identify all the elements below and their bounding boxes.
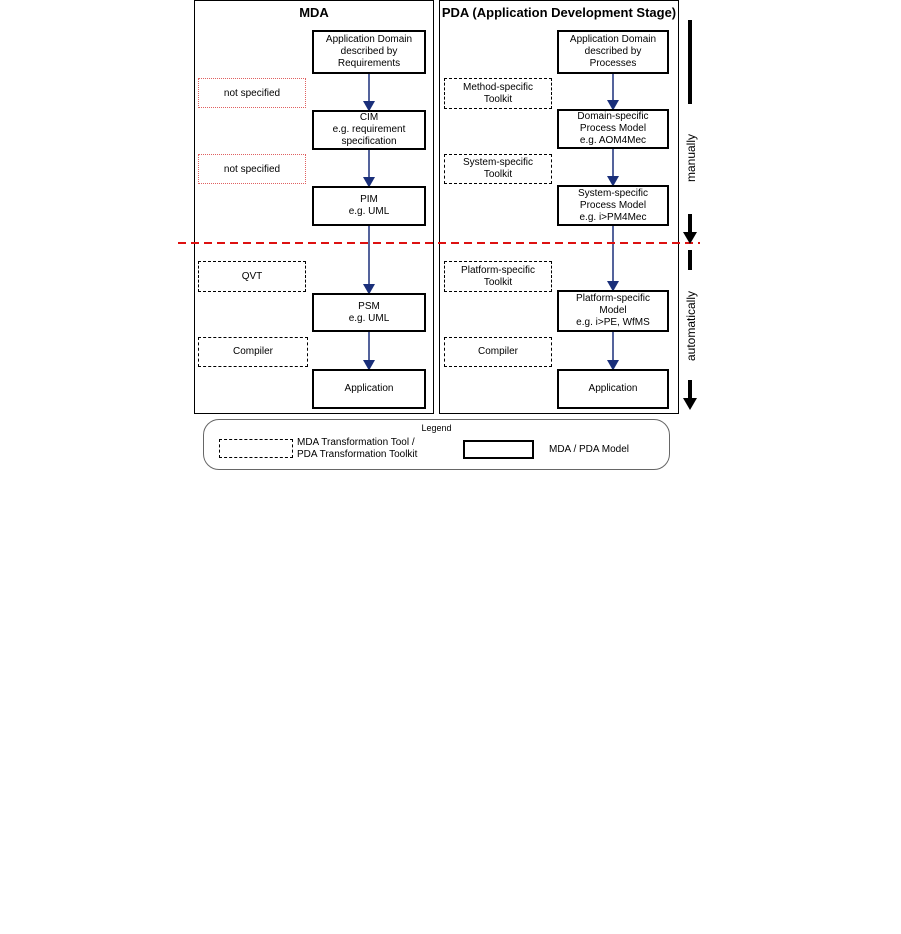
model-line: Processes xyxy=(589,58,637,69)
legend-model-label: MDA / PDA Model xyxy=(549,444,630,455)
auto-arrow-head xyxy=(683,398,697,410)
model-line: e.g. requirement xyxy=(332,124,406,135)
mda-tool-qvt: QVT xyxy=(198,261,306,292)
model-line: PIM xyxy=(360,194,378,205)
model-line: Process Model xyxy=(579,123,647,134)
manual-arrow-head xyxy=(683,232,697,244)
mda-tool-compiler: Compiler xyxy=(198,337,308,367)
manually-label: manually xyxy=(684,133,698,183)
mda-model-domain: Application Domain described by Requirem… xyxy=(312,30,426,74)
tool-line: Method-specific xyxy=(462,81,534,93)
tool-line: Toolkit xyxy=(483,276,513,288)
tool-line: Platform-specific xyxy=(461,264,535,276)
mda-tool-1: not specified xyxy=(198,78,306,108)
model-line: Process Model xyxy=(579,199,647,211)
model-line: Application xyxy=(344,383,394,394)
pda-tool-compiler: Compiler xyxy=(444,337,552,367)
pda-tool-platform: Platform-specific Toolkit xyxy=(444,261,552,292)
mda-model-psm: PSM e.g. UML xyxy=(312,293,426,332)
pda-model-application: Application xyxy=(557,369,669,409)
tool-line: System-specific xyxy=(462,157,533,168)
model-line: described by xyxy=(340,46,398,57)
pda-model-system-process: System-specific Process Model e.g. i>PM4… xyxy=(557,185,669,226)
mda-model-pim: PIM e.g. UML xyxy=(312,186,426,226)
tool-line: Compiler xyxy=(477,346,518,357)
legend-model-swatch xyxy=(463,440,534,459)
legend: Legend MDA Transformation Tool / PDA Tra… xyxy=(203,419,670,470)
model-line: e.g. AOM4Mec xyxy=(579,135,647,146)
model-line: PSM xyxy=(358,300,380,312)
tool-line: Toolkit xyxy=(483,93,513,105)
pda-title: PDA (Application Development Stage) xyxy=(441,5,677,20)
model-line: specification xyxy=(341,136,397,147)
automatically-label-wrap: automatically xyxy=(682,266,698,386)
model-line: described by xyxy=(584,46,642,57)
pda-model-domain: Application Domain described by Processe… xyxy=(557,30,669,74)
model-line: Application Domain xyxy=(569,34,657,45)
model-line: e.g. i>PE, WfMS xyxy=(576,317,650,328)
manually-label-wrap: manually xyxy=(682,108,698,208)
pda-model-domain-process: Domain-specific Process Model e.g. AOM4M… xyxy=(557,109,669,149)
tool-line: Toolkit xyxy=(483,169,513,180)
automatically-label: automatically xyxy=(684,290,698,362)
mda-model-cim: CIM e.g. requirement specification xyxy=(312,110,426,150)
legend-tool-label: MDA Transformation Tool / PDA Transforma… xyxy=(297,437,417,461)
model-line: e.g. i>PM4Mec xyxy=(579,211,647,223)
model-line: Requirements xyxy=(337,58,401,69)
legend-title: Legend xyxy=(421,423,452,433)
mda-model-application: Application xyxy=(312,369,426,409)
model-line: Application xyxy=(588,383,638,394)
legend-tool-line2: PDA Transformation Toolkit xyxy=(297,449,418,460)
pda-tool-system: System-specific Toolkit xyxy=(444,154,552,184)
mda-title: MDA xyxy=(299,5,329,20)
model-line: Domain-specific xyxy=(577,111,649,122)
model-line: e.g. UML xyxy=(348,312,390,324)
model-line: System-specific xyxy=(577,187,648,199)
legend-tool-swatch xyxy=(219,439,293,458)
legend-tool-line1: MDA Transformation Tool / xyxy=(297,437,415,448)
model-line: Model xyxy=(599,305,627,316)
mda-tool-2: not specified xyxy=(198,154,306,184)
model-line: e.g. UML xyxy=(348,206,390,217)
pda-tool-method: Method-specific Toolkit xyxy=(444,78,552,109)
model-line: CIM xyxy=(359,112,379,123)
pda-model-platform: Platform-specific Model e.g. i>PE, WfMS xyxy=(557,290,669,332)
model-line: Application Domain xyxy=(325,34,413,45)
model-line: Platform-specific xyxy=(576,293,650,304)
